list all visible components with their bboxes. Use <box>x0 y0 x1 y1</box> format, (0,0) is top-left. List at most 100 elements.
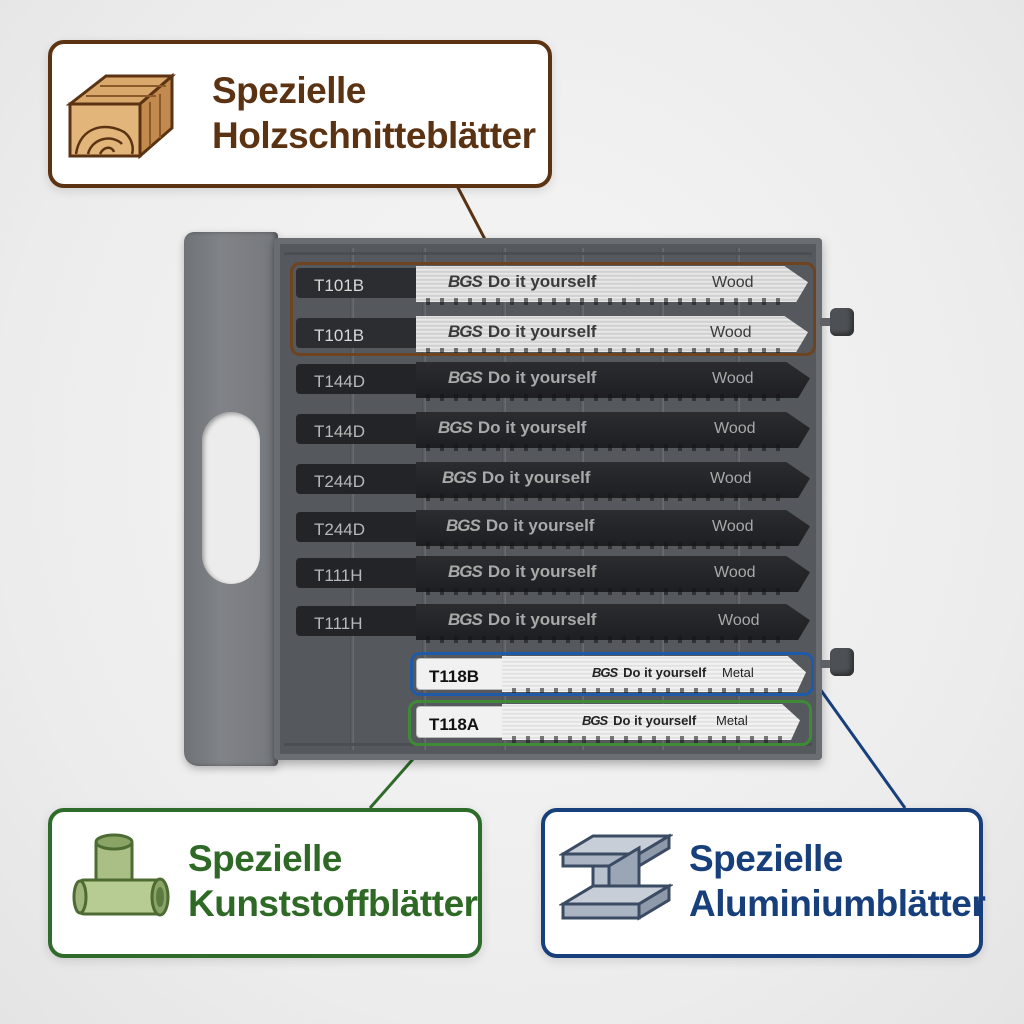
saw-blade[interactable]: T118B BGS Do it yourself Metal <box>416 656 806 695</box>
wood-callout-title: Spezielle Holzschnitteblätter <box>212 68 536 158</box>
wood-callout-line1: Spezielle <box>212 70 366 111</box>
blade-code: T244D <box>314 520 366 539</box>
blade-shank: T144D <box>296 364 426 394</box>
aluminium-blade-highlight <box>410 652 814 696</box>
bgs-logo: BGS <box>448 610 483 629</box>
blade-slogan: Do it yourself <box>481 468 591 487</box>
blade-body <box>416 266 808 302</box>
blade-shank: T244D <box>296 512 426 542</box>
bgs-logo: BGS <box>448 368 483 387</box>
bgs-logo: BGS <box>448 322 483 341</box>
blade-shank: T118B <box>416 658 508 690</box>
blade-material: Wood <box>712 274 754 291</box>
blade-shank: T111H <box>296 558 426 588</box>
blade-material: Wood <box>714 420 756 437</box>
pipe-tee-icon <box>72 833 170 917</box>
bgs-logo: BGS <box>582 713 608 728</box>
blade-teeth <box>416 542 788 549</box>
plastic-callout-title: Spezielle Kunststoffblätter <box>188 836 478 926</box>
blade-shank: T111H <box>296 606 426 636</box>
blade-code: T101B <box>314 326 365 345</box>
blade-code: T118B <box>429 667 480 686</box>
blade-teeth <box>502 736 786 743</box>
wood-block-icon <box>66 72 176 160</box>
tray-rib <box>350 248 354 750</box>
blade-teeth <box>416 444 788 451</box>
aluminium-blades-callout: Spezielle Aluminiumblätter <box>541 808 986 958</box>
blade-teeth <box>416 636 788 643</box>
blade-teeth <box>416 494 788 501</box>
bgs-logo: BGS <box>448 562 483 581</box>
bgs-logo: BGS <box>446 516 481 535</box>
aluminium-callout-line2: Aluminiumblätter <box>689 883 986 925</box>
blade-shank: T144D <box>296 414 426 444</box>
blade-body <box>416 556 810 592</box>
blade-material: Wood <box>714 564 756 581</box>
blade-material: Metal <box>722 665 754 680</box>
blade-slogan: Do it yourself <box>485 516 595 535</box>
blade-code: T244D <box>314 472 366 491</box>
plastic-callout-line2: Kunststoffblätter <box>188 883 478 925</box>
blade-material: Wood <box>710 470 752 487</box>
blade-body <box>416 412 810 448</box>
plastic-blade-highlight <box>408 700 812 746</box>
case-latch[interactable] <box>830 308 854 336</box>
aluminium-connector <box>813 681 907 809</box>
blade-slogan: Do it yourself <box>487 322 597 341</box>
blade-slogan: Do it yourself <box>613 713 697 728</box>
bgs-logo: BGS <box>592 665 618 680</box>
aluminium-callout-line1: Spezielle <box>689 838 843 879</box>
blade-material: Wood <box>712 370 754 387</box>
plastic-callout-line1: Spezielle <box>188 838 342 879</box>
blade-teeth <box>416 298 786 305</box>
blade-slogan: Do it yourself <box>477 418 587 437</box>
blade-brand-print: BGS Do it yourself <box>582 713 696 728</box>
blade-body <box>502 656 806 692</box>
blade-shank: T244D <box>296 464 426 494</box>
blade-code: T118A <box>429 715 480 734</box>
aluminium-callout-title: Spezielle Aluminiumblätter <box>689 836 986 926</box>
blade-code: T144D <box>314 422 366 441</box>
case-handle[interactable] <box>184 232 278 766</box>
blade-teeth <box>416 348 786 355</box>
blade-teeth <box>416 588 788 595</box>
bgs-logo: BGS <box>442 468 477 487</box>
blade-material: Wood <box>718 612 760 629</box>
blade-body <box>416 604 810 640</box>
plastic-blades-callout: Spezielle Kunststoffblätter <box>48 808 482 958</box>
blade-body <box>502 704 800 740</box>
blade-code: T144D <box>314 372 366 391</box>
blade-teeth <box>502 688 792 695</box>
case-latch-pin <box>820 660 834 668</box>
wood-callout-line2: Holzschnitteblätter <box>212 115 536 157</box>
case-latch[interactable] <box>830 648 854 676</box>
blade-brand-print: BGS Do it yourself <box>592 665 706 680</box>
blade-slogan: Do it yourself <box>623 665 707 680</box>
blade-body <box>416 462 810 498</box>
blade-slogan: Do it yourself <box>487 272 597 291</box>
blade-code: T101B <box>314 276 365 295</box>
blade-body <box>416 316 808 352</box>
blade-material: Wood <box>712 518 754 535</box>
blade-code: T111H <box>314 566 363 585</box>
blade-body <box>416 362 810 398</box>
blade-code: T111H <box>314 614 363 633</box>
i-beam-icon <box>559 833 673 921</box>
tray-ridge <box>284 252 812 255</box>
